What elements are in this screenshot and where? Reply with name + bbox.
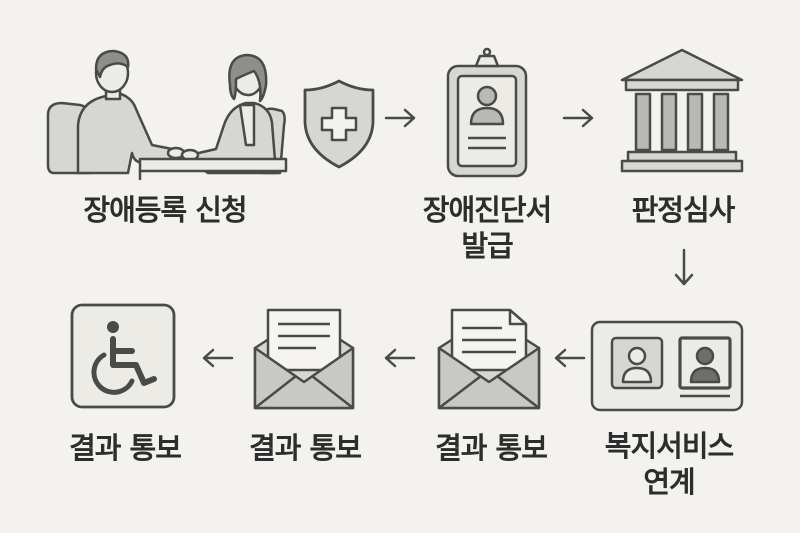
step-label-review: 판정심사 xyxy=(631,193,736,227)
flow-arrow-down xyxy=(674,248,694,288)
wheelchair-sign-icon xyxy=(70,303,176,409)
open-envelope-icon xyxy=(252,306,356,412)
consultation-icon xyxy=(40,45,290,181)
flow-arrow-left xyxy=(382,348,416,368)
step-label-registration: 장애등록 신청 xyxy=(83,193,247,227)
flow-arrow-right xyxy=(384,108,418,128)
id-card-icon xyxy=(444,47,530,180)
open-envelope-icon xyxy=(436,306,542,412)
step-label-welfare: 복지서비스 연계 xyxy=(604,429,734,499)
shield-icon xyxy=(302,78,376,170)
step-label-result-1: 결과 통보 xyxy=(435,431,548,465)
flow-arrow-right xyxy=(562,108,596,128)
flow-arrow-left xyxy=(200,348,234,368)
government-building-icon xyxy=(618,46,746,174)
step-label-result-2: 결과 통보 xyxy=(249,431,362,465)
linked-profiles-icon xyxy=(590,320,744,412)
step-label-result-final: 결과 통보 xyxy=(69,431,182,465)
step-label-diagnosis: 장애진단서 발급 xyxy=(422,193,552,263)
flow-arrow-left xyxy=(552,348,586,368)
